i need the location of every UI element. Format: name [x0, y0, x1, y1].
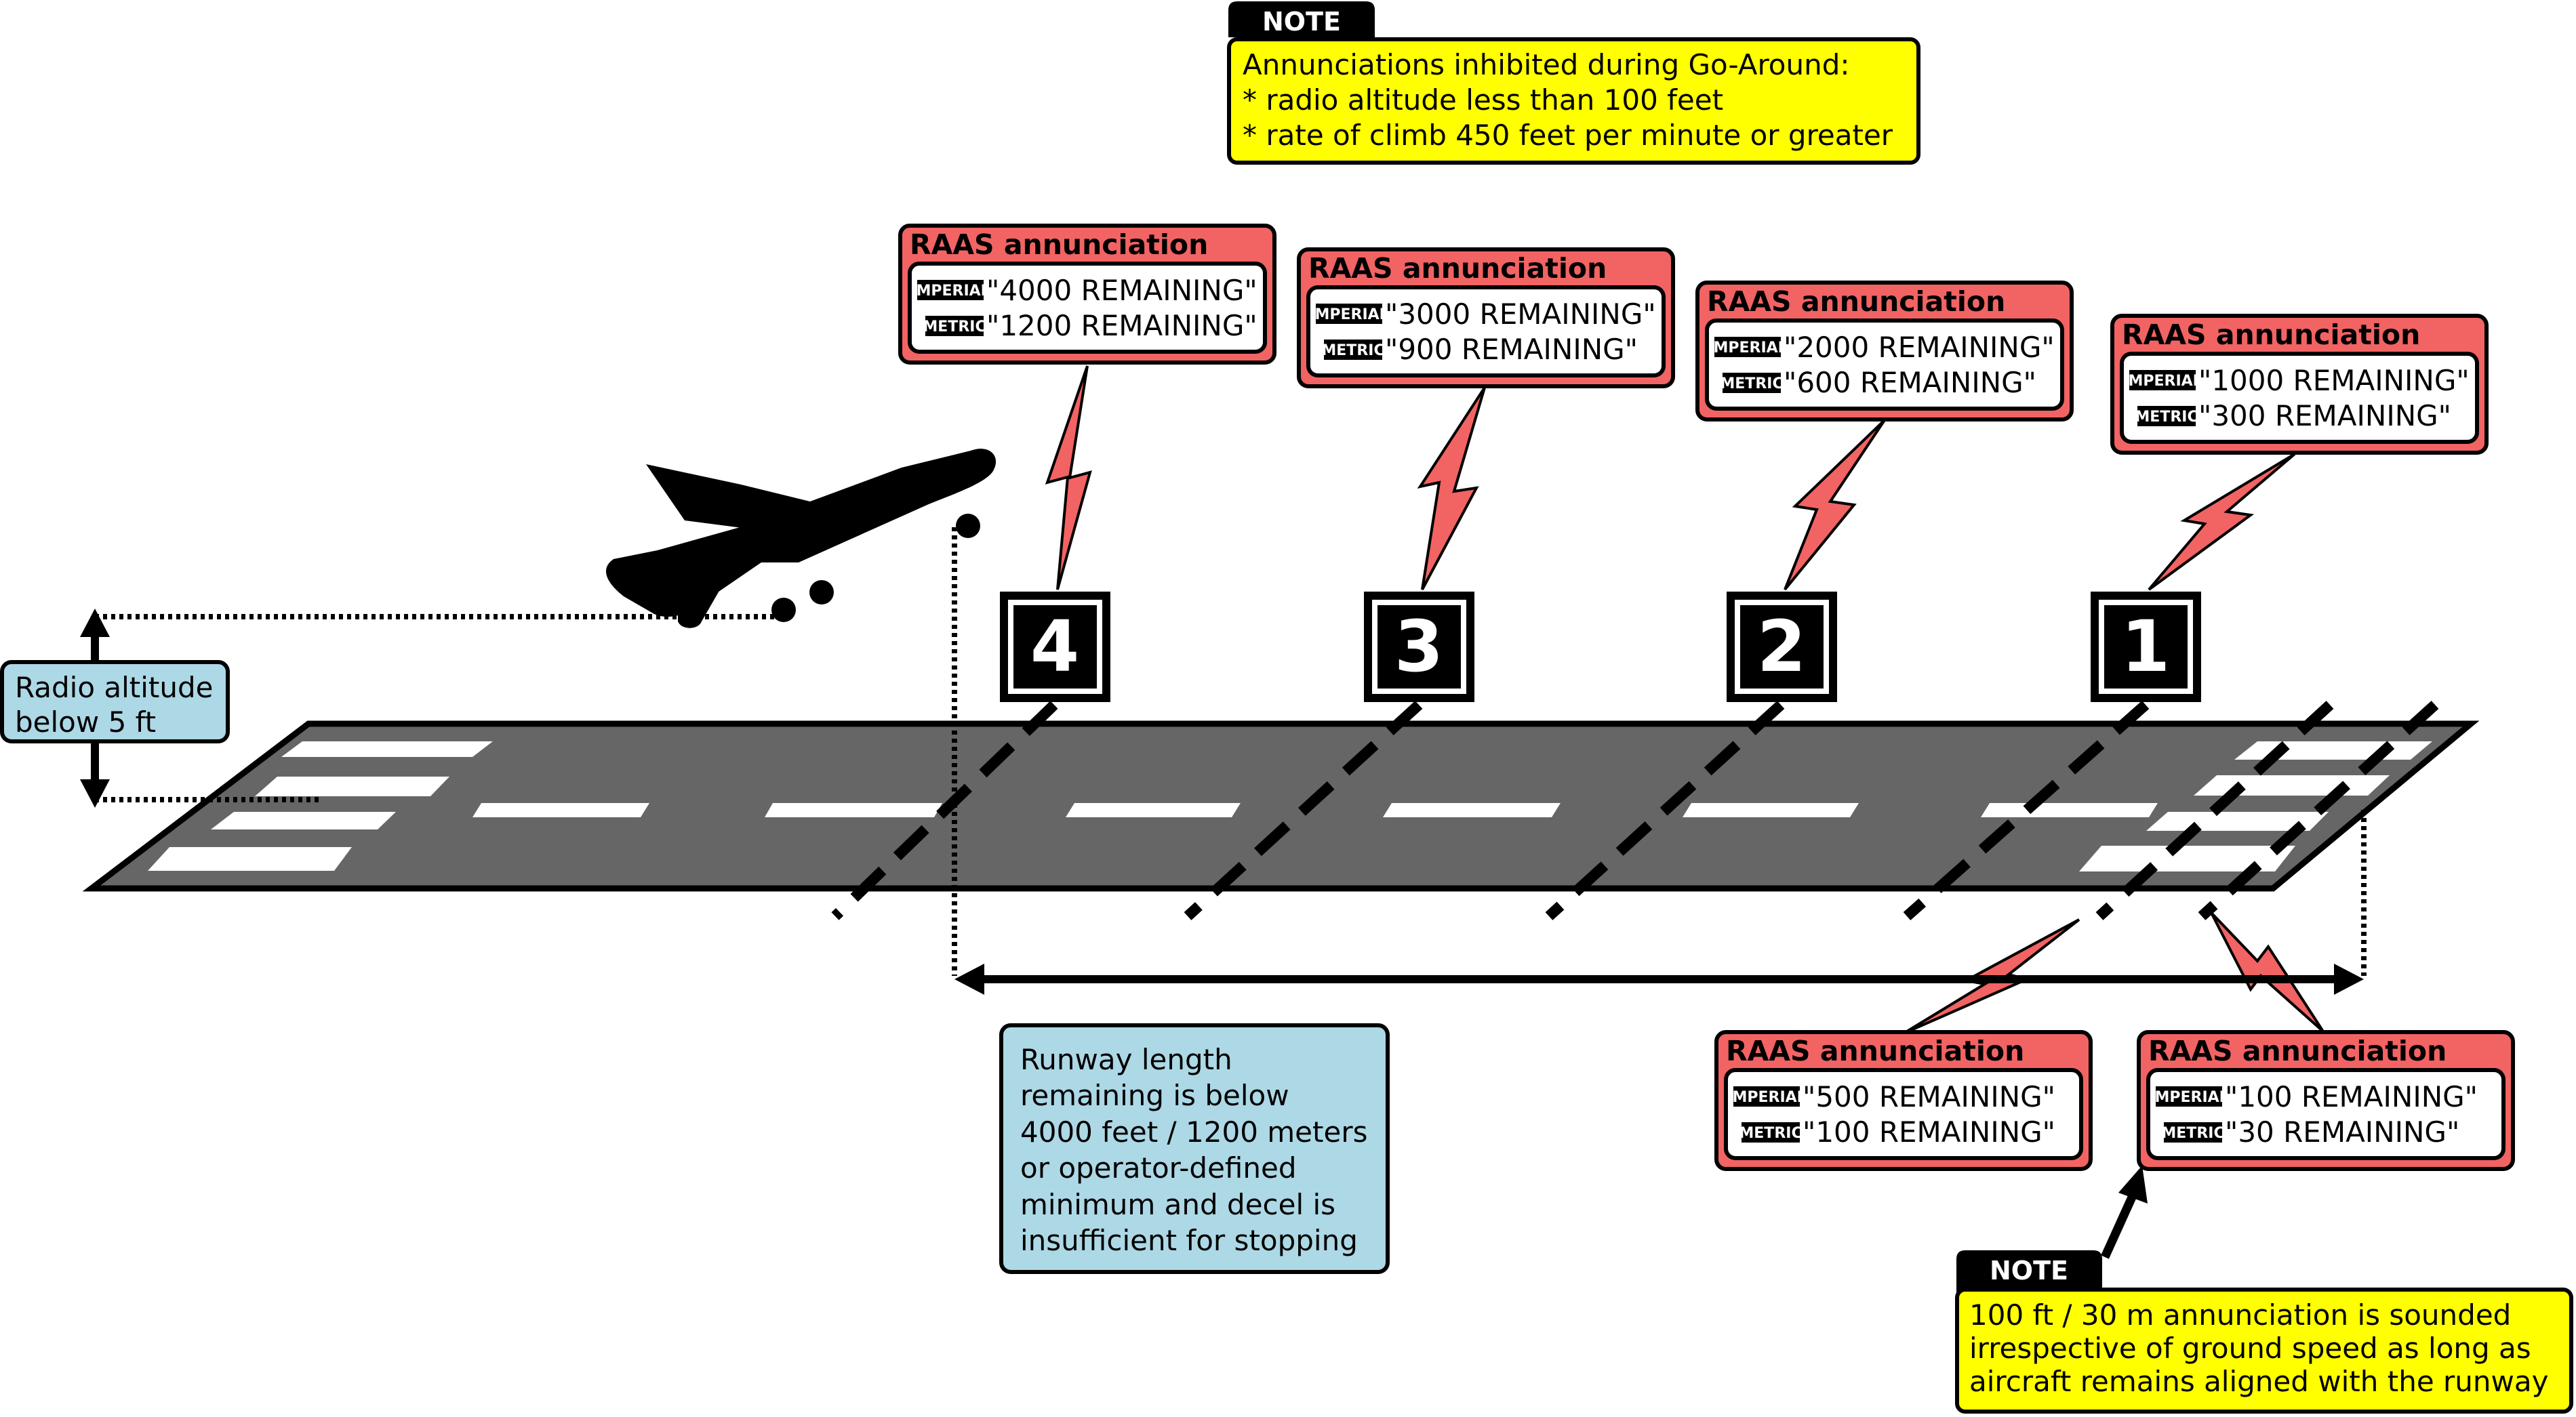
landing-gear-wheel [771, 598, 796, 622]
imperial-annunciation: "2000 REMAINING" [1784, 331, 2055, 364]
runway-remaining-line-5: minimum and decel is [1020, 1188, 1335, 1221]
raas-box-4000: RAAS annunciation IMPERIAL "4000 REMAINI… [898, 224, 1276, 365]
lightning-bolt-icon [1417, 386, 1486, 590]
raas-box-500: RAAS annunciation IMPERIAL "500 REMAININ… [1714, 1030, 2093, 1171]
raas-box-1000: RAAS annunciation IMPERIAL "1000 REMAINI… [2110, 314, 2489, 455]
metric-annunciation: "30 REMAINING" [2225, 1115, 2459, 1149]
imperial-tag [917, 280, 984, 300]
imperial-tag-label: IMPERIAL [1708, 340, 1787, 356]
metric-tag-label: METRIC [1321, 342, 1384, 359]
radio-altitude-label: Radio altitude below 5 ft [0, 660, 230, 743]
landing-gear-wheel [956, 514, 980, 538]
lightning-bolt-icon [2148, 453, 2296, 591]
imperial-tag [1733, 1086, 1800, 1107]
note-line-1: Annunciations inhibited during Go-Around… [1243, 48, 1850, 81]
go-around-note: NOTE Annunciations inhibited during Go-A… [1227, 1, 1920, 165]
runway-remaining-line-3: 4000 feet / 1200 meters [1020, 1115, 1367, 1149]
raas-title: RAAS annunciation [1726, 1035, 2024, 1067]
metric-tag-label: METRIC [923, 319, 986, 335]
note-line-2: * radio altitude less than 100 feet [1243, 83, 1723, 117]
imperial-tag-label: IMPERIAL [1309, 306, 1388, 323]
runway-remaining-line-4: or operator-defined [1020, 1151, 1297, 1185]
runway-remaining-line-2: remaining is below [1020, 1079, 1289, 1112]
imperial-tag [2129, 370, 2196, 390]
raas-box-3000: RAAS annunciation IMPERIAL "3000 REMAINI… [1297, 247, 1675, 388]
raas-title: RAAS annunciation [2122, 319, 2420, 351]
metric-tag-label: METRIC [1739, 1125, 1802, 1142]
raas-box-100: RAAS annunciation IMPERIAL "100 REMAININ… [2137, 1030, 2515, 1171]
imperial-tag [1714, 337, 1781, 357]
distance-marker-1: 1 [2091, 592, 2201, 702]
lightning-bolt-icon [1784, 419, 1886, 591]
note-pointer-arrow [2101, 1166, 2148, 1259]
note-line-2: irrespective of ground speed as long as [1969, 1332, 2531, 1365]
metric-tag-label: METRIC [2135, 409, 2198, 426]
lightning-bolts [1045, 365, 2325, 1035]
note-tag: NOTE [1262, 7, 1341, 37]
metric-tag [1324, 340, 1382, 360]
runway-remaining-line-1: Runway length [1020, 1043, 1232, 1076]
metric-annunciation: "900 REMAINING" [1385, 333, 1638, 366]
metric-tag-label: METRIC [1720, 375, 1783, 392]
metric-tag [1742, 1122, 1800, 1143]
raas-title: RAAS annunciation [1308, 252, 1607, 285]
imperial-tag [1316, 304, 1382, 324]
metric-annunciation: "300 REMAINING" [2198, 399, 2451, 432]
metric-tag [2137, 406, 2196, 426]
runway [82, 701, 2480, 920]
imperial-annunciation: "500 REMAINING" [1803, 1080, 2055, 1113]
ground-speed-note: NOTE 100 ft / 30 m annunciation is sound… [1955, 1250, 2573, 1414]
imperial-tag-label: IMPERIAL [2122, 373, 2202, 390]
raas-title: RAAS annunciation [910, 228, 1208, 261]
note-line-3: aircraft remains aligned with the runway [1969, 1365, 2548, 1398]
imperial-annunciation: "3000 REMAINING" [1385, 297, 1656, 331]
note-tag: NOTE [1990, 1256, 2068, 1286]
note-line-1: 100 ft / 30 m annunciation is sounded [1969, 1298, 2511, 1332]
imperial-annunciation: "4000 REMAINING" [986, 274, 1257, 307]
dotted-guides [95, 527, 2367, 976]
imperial-annunciation: "100 REMAINING" [2225, 1080, 2478, 1113]
imperial-tag [2156, 1086, 2222, 1107]
airplane-icon [605, 449, 997, 628]
metric-tag [925, 316, 984, 336]
raas-box-2000: RAAS annunciation IMPERIAL "2000 REMAINI… [1695, 281, 2074, 422]
centerline-dashes [472, 803, 2158, 817]
metric-annunciation: "100 REMAINING" [1803, 1115, 2055, 1149]
runway-surface [82, 720, 2480, 892]
imperial-tag-label: IMPERIAL [910, 283, 990, 300]
distance-marker-2: 2 [1727, 592, 1837, 702]
imperial-annunciation: "1000 REMAINING" [2198, 364, 2470, 397]
radio-altitude-line-2: below 5 ft [15, 705, 156, 739]
lightning-bolt-icon [1045, 365, 1092, 590]
note-line-3: * rate of climb 450 feet per minute or g… [1243, 119, 1893, 152]
raas-title: RAAS annunciation [1707, 285, 2005, 318]
marker-lines [831, 701, 2439, 920]
runway-remaining-line-6: insufficient for stopping [1020, 1224, 1358, 1257]
radio-altitude-line-1: Radio altitude [15, 671, 214, 704]
landing-gear-wheel [809, 580, 834, 604]
runway-remaining-label: Runway length remaining is below 4000 fe… [999, 1023, 1390, 1274]
marker-number: 1 [2121, 605, 2170, 688]
metric-tag-label: METRIC [2161, 1125, 2224, 1142]
imperial-tag-label: IMPERIAL [2149, 1089, 2228, 1106]
metric-tag [2164, 1122, 2222, 1143]
metric-tag [1723, 373, 1781, 393]
threshold-stripes-left [148, 741, 493, 871]
metric-annunciation: "600 REMAINING" [1784, 366, 2036, 399]
lightning-bolt-icon [2210, 911, 2325, 1033]
raas-title: RAAS annunciation [2148, 1035, 2447, 1067]
marker-number: 3 [1394, 605, 1443, 688]
distance-marker-4: 4 [1000, 592, 1110, 702]
marker-number: 2 [1757, 605, 1806, 688]
double-arrow-icon [954, 964, 2364, 995]
imperial-tag-label: IMPERIAL [1727, 1089, 1806, 1106]
metric-annunciation: "1200 REMAINING" [986, 309, 1257, 342]
marker-number: 4 [1030, 605, 1079, 688]
distance-marker-3: 3 [1364, 592, 1474, 702]
